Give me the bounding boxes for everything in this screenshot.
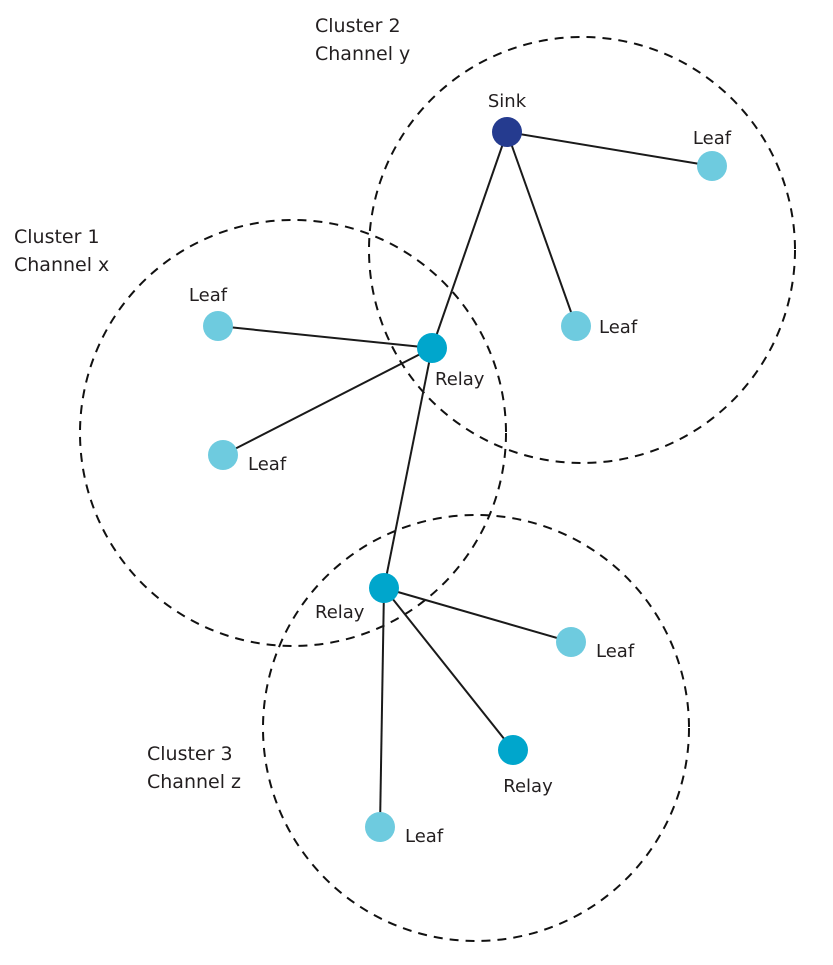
edge-sink-to-relay_1 (431, 131, 508, 349)
leaf-node[interactable] (561, 311, 591, 341)
nodes-layer (203, 117, 727, 842)
cluster-boundary-c2 (368, 36, 796, 464)
relay-node-label: Relay (315, 602, 365, 623)
leaf-node[interactable] (365, 812, 395, 842)
cluster-channel-label: Channel z (147, 771, 241, 793)
labels-layer: Cluster 1 Channel x Cluster 2 Channel y Clus… (14, 15, 732, 847)
edges-layer (217, 131, 713, 828)
clusters-layer (79, 36, 796, 942)
leaf-node[interactable] (697, 151, 727, 181)
relay-node[interactable] (417, 333, 447, 363)
cluster-channel-label: Channel x (14, 254, 109, 276)
leaf-node[interactable] (208, 440, 238, 470)
cluster-channel-label: Channel y (315, 43, 410, 65)
leaf-node-label: Leaf (189, 285, 228, 306)
relay-node-label: Relay (503, 776, 553, 797)
leaf-node-label: Leaf (693, 128, 732, 149)
edge-sink-to-leaf_c2_b (506, 131, 577, 327)
edge-relay_2-to-leaf_c3_a (383, 587, 572, 643)
cluster-name-label: Cluster 3 (147, 743, 233, 765)
leaf-node-label: Leaf (248, 454, 287, 475)
sink-node-label: Sink (488, 91, 527, 112)
edge-relay_1-to-relay_2 (383, 347, 433, 589)
relay-node[interactable] (369, 573, 399, 603)
leaf-node[interactable] (556, 627, 586, 657)
edge-relay_2-to-leaf_c3_b (379, 587, 385, 828)
leaf-node[interactable] (203, 311, 233, 341)
edge-relay_1-to-leaf_c1_a (217, 325, 433, 349)
edge-relay_2-to-relay_3 (383, 587, 514, 751)
cluster-name-label: Cluster 2 (315, 15, 401, 37)
cluster-name-label: Cluster 1 (14, 226, 100, 248)
leaf-node-label: Leaf (599, 317, 638, 338)
edge-relay_1-to-leaf_c1_b (222, 347, 433, 456)
relay-node[interactable] (498, 735, 528, 765)
leaf-node-label: Leaf (405, 826, 444, 847)
cluster-boundary-c3 (262, 514, 690, 942)
edge-sink-to-leaf_c2_a (506, 131, 713, 167)
sink-node[interactable] (492, 117, 522, 147)
cluster-boundary-c1 (79, 219, 507, 647)
leaf-node-label: Leaf (596, 641, 635, 662)
relay-node-label: Relay (435, 369, 485, 390)
